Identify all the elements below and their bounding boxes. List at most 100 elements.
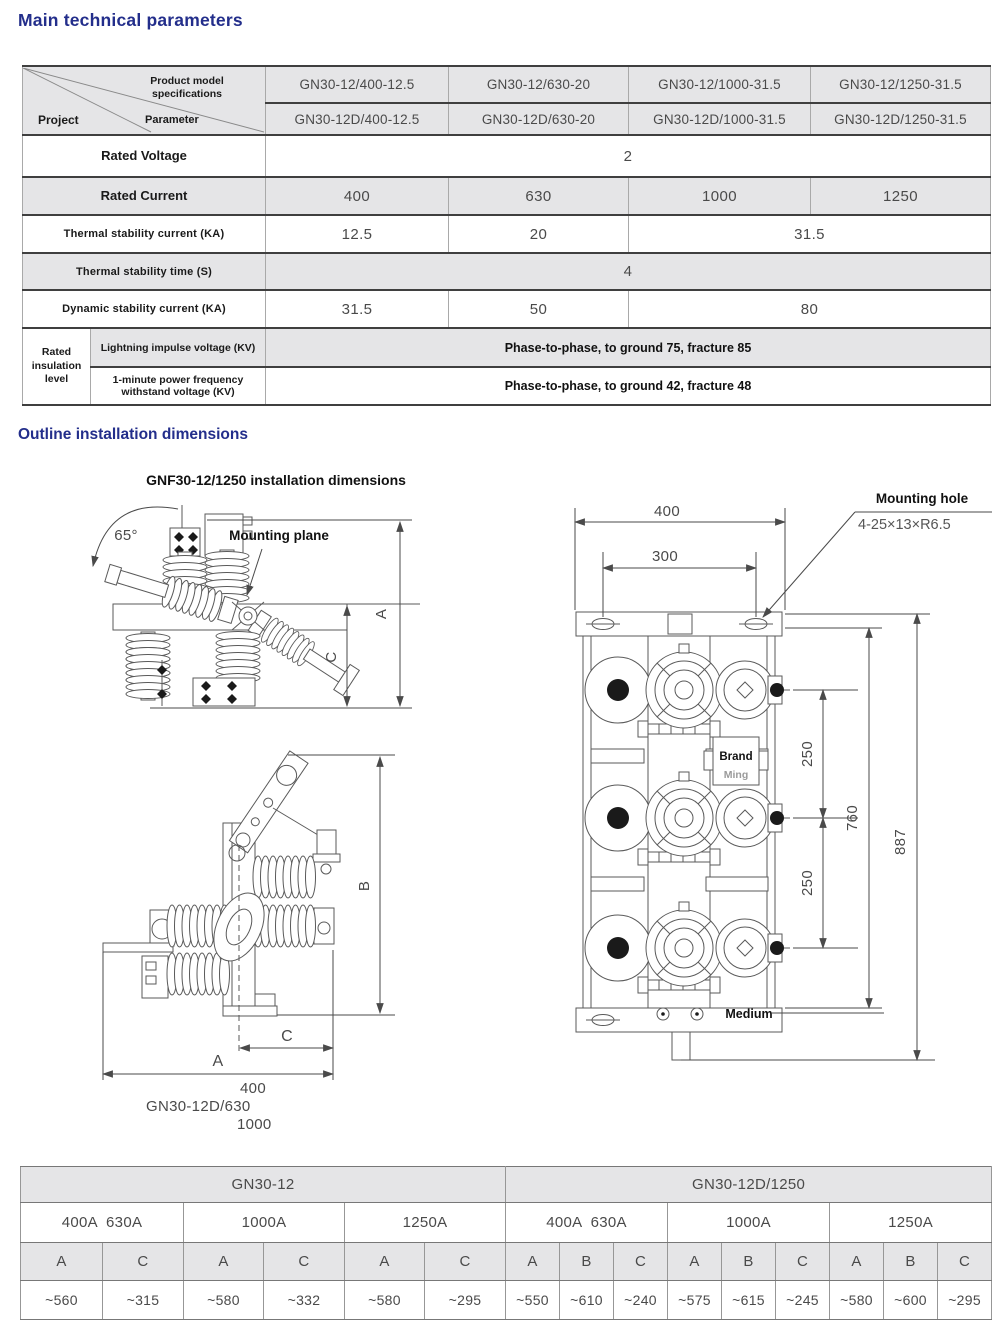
- value-cell: 50: [448, 289, 629, 329]
- dimensions-table: GN30-12 GN30-12D/1250 400A 630A 1000A 12…: [19, 1166, 993, 1320]
- value-cell: 400: [265, 176, 449, 216]
- group-header: GN30-12D/1250: [505, 1166, 993, 1203]
- dim-value: ~575: [667, 1280, 723, 1320]
- dim-887-label: 887: [892, 829, 909, 855]
- dim-250-label: 250: [799, 870, 816, 896]
- angle-label: 65°: [114, 527, 138, 544]
- group-header: GN30-12: [19, 1166, 507, 1203]
- dim-400-label: 400: [654, 503, 680, 520]
- value-cell: 2: [265, 134, 991, 178]
- value-cell: Phase-to-phase, to ground 42, fracture 4…: [265, 366, 991, 406]
- rating-header: 1000A: [183, 1202, 345, 1243]
- model-header: GN30-12/1250-31.5: [810, 65, 991, 104]
- model-header: GN30-12/630-20: [448, 65, 629, 104]
- model-header: GN30-12D/630-20: [448, 102, 629, 136]
- note-model: GN30-12D/630: [146, 1098, 251, 1115]
- dim-value: ~600: [883, 1280, 939, 1320]
- rating-header: 400A 630A: [505, 1202, 669, 1243]
- value-cell: 20: [448, 214, 629, 254]
- col-header: A: [20, 1242, 103, 1281]
- section-heading: Outline installation dimensions: [18, 426, 248, 443]
- dim-300-label: 300: [652, 548, 678, 565]
- col-header: C: [937, 1242, 993, 1281]
- col-header: B: [721, 1242, 777, 1281]
- col-header: B: [883, 1242, 939, 1281]
- dim-value: ~240: [613, 1280, 669, 1320]
- drawing2-dimensions: [101, 754, 395, 1080]
- mounting-plane-label: Mounting plane: [229, 528, 329, 543]
- dim-a-label: A: [213, 1053, 224, 1070]
- drawing1-title: GNF30-12/1250 installation dimensions: [146, 472, 406, 488]
- corner-label-project: Project: [38, 113, 79, 127]
- dim-value: ~560: [20, 1280, 103, 1320]
- note-1000: 1000: [237, 1116, 272, 1133]
- col-header: C: [263, 1242, 345, 1281]
- value-cell: 1000: [628, 176, 811, 216]
- nameplate-brand: Brand: [719, 751, 752, 763]
- drawing-top-view: [575, 611, 791, 1061]
- page-title: Main technical parameters: [18, 10, 243, 30]
- mounting-hole-label: Mounting hole: [876, 491, 969, 506]
- mounting-hole-spec: 4-25×13×R6.5: [858, 517, 951, 533]
- dim-value: ~295: [423, 1280, 507, 1320]
- dim-value: ~580: [344, 1280, 425, 1320]
- nameplate-ming: Ming: [724, 769, 749, 781]
- dim-250-label: 250: [799, 741, 816, 767]
- col-header: C: [613, 1242, 669, 1281]
- value-cell: 4: [265, 252, 991, 291]
- model-header: GN30-12/1000-31.5: [628, 65, 811, 104]
- dim-b-label: B: [356, 881, 373, 891]
- col-header: C: [775, 1242, 831, 1281]
- corner-label-parameter: Parameter: [145, 114, 199, 126]
- dim-value: ~580: [183, 1280, 264, 1320]
- rating-header: 1000A: [667, 1202, 831, 1243]
- drawing1-dimensions: [91, 506, 412, 709]
- dim-value: ~610: [559, 1280, 615, 1320]
- model-header: GN30-12D/1250-31.5: [810, 102, 991, 136]
- dim-value: ~550: [505, 1280, 561, 1320]
- row-label: Rated Voltage: [22, 134, 266, 178]
- col-header: A: [667, 1242, 723, 1281]
- rating-header: 400A 630A: [20, 1202, 184, 1243]
- diagonal-lines: [23, 68, 264, 133]
- model-header: GN30-12D/400-12.5: [265, 102, 449, 136]
- value-cell: Phase-to-phase, to ground 75, fracture 8…: [265, 327, 991, 368]
- col-header: C: [423, 1242, 507, 1281]
- row-label: Thermal stability time (S): [22, 252, 266, 291]
- col-header: A: [829, 1242, 885, 1281]
- col-header: A: [505, 1242, 561, 1281]
- dim-value: ~615: [721, 1280, 777, 1320]
- dim-760-label: 760: [844, 805, 861, 831]
- rating-header: 1250A: [343, 1202, 507, 1243]
- dim-value: ~315: [102, 1280, 184, 1320]
- value-cell: 1250: [810, 176, 991, 216]
- model-header: GN30-12/400-12.5: [265, 65, 449, 104]
- medium-label: Medium: [725, 1007, 772, 1021]
- dim-value: ~295: [937, 1280, 993, 1320]
- col-header: A: [344, 1242, 425, 1281]
- row-label: Lightning impulse voltage (KV): [90, 327, 266, 368]
- value-cell: 80: [628, 289, 991, 329]
- col-header: A: [183, 1242, 264, 1281]
- row-label: 1-minute power frequency withstand volta…: [90, 366, 266, 406]
- value-cell: 12.5: [265, 214, 449, 254]
- value-cell: 31.5: [265, 289, 449, 329]
- drawing-side-view: [104, 505, 420, 707]
- value-cell: 31.5: [628, 214, 991, 254]
- rating-header: 1250A: [829, 1202, 993, 1243]
- row-label: Thermal stability current (KA): [22, 214, 266, 254]
- dim-value: ~245: [775, 1280, 831, 1320]
- dim-a-label: A: [373, 609, 390, 619]
- row-label: Rated Current: [22, 176, 266, 216]
- dim-value: ~580: [829, 1280, 885, 1320]
- dim-value: ~332: [263, 1280, 345, 1320]
- model-header: GN30-12D/1000-31.5: [628, 102, 811, 136]
- col-header: B: [559, 1242, 615, 1281]
- dim-c-label: C: [281, 1028, 293, 1045]
- installation-drawings: GNF30-12/1250 installation dimensions: [91, 472, 992, 1133]
- col-header: C: [102, 1242, 184, 1281]
